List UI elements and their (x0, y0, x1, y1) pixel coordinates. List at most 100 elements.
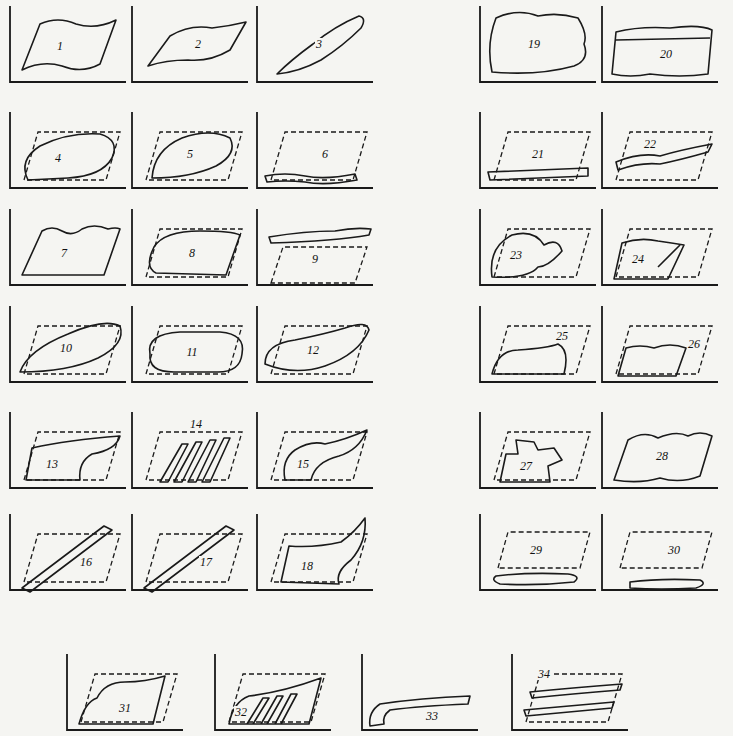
panel-axes (132, 6, 248, 82)
deformed-shape (500, 440, 562, 482)
deformed-shape (281, 518, 365, 584)
sketch-panel (10, 306, 126, 382)
sketch-panel (480, 6, 596, 82)
deformed-shape (491, 233, 562, 277)
reference-outline (498, 532, 590, 568)
sketch-panel (67, 654, 183, 730)
sketch-panel (132, 112, 248, 188)
deformed-shape (370, 696, 470, 726)
deformed-shape (150, 332, 243, 372)
deformed-shape (284, 430, 367, 480)
panel-axes (132, 514, 248, 590)
sketch-panel (10, 112, 126, 188)
panel-axes (132, 112, 248, 188)
sketch-panel (257, 112, 373, 188)
callout-number: 9 (311, 253, 319, 265)
deformed-shape (229, 678, 321, 724)
sketch-panel (132, 514, 248, 592)
reference-outline (620, 532, 712, 568)
reference-outline (494, 432, 590, 480)
panel-axes (257, 306, 373, 382)
sketch-panel (480, 514, 596, 590)
panel-axes (10, 306, 126, 382)
deformed-shape (22, 20, 116, 70)
sketch-panel (480, 209, 596, 285)
sketch-panel (215, 654, 331, 730)
sketch-panel (602, 112, 718, 188)
deformed-shape (269, 228, 371, 243)
panel-axes (10, 209, 126, 285)
panel-axes (132, 306, 248, 382)
reference-outline (24, 132, 120, 180)
reference-outline (146, 326, 242, 374)
sketch-panel (132, 412, 248, 488)
callout-number: 21 (531, 148, 545, 160)
panel-axes (480, 6, 596, 82)
panel-axes (132, 209, 248, 285)
sketch-panel (257, 6, 373, 82)
callout-number: 15 (296, 458, 310, 470)
panel-axes (602, 6, 718, 82)
panel-axes (480, 514, 596, 590)
deformed-shape (488, 168, 588, 180)
deformed-shape (148, 22, 246, 66)
deformed-shape (160, 438, 230, 482)
panel-axes (602, 306, 718, 382)
callout-number: 20 (659, 48, 673, 60)
callout-number: 1 (56, 40, 64, 52)
panel-axes (480, 209, 596, 285)
panel-axes (67, 654, 183, 730)
reference-outline (146, 229, 242, 277)
callout-number: 30 (667, 544, 681, 556)
sketch-panel (362, 654, 478, 730)
sketch-panel (10, 412, 126, 488)
callout-number: 12 (306, 344, 320, 356)
sketch-panel (10, 209, 126, 285)
panel-axes (10, 6, 126, 82)
reference-outline (494, 326, 590, 374)
panel-axes (480, 412, 596, 488)
panel-axes (257, 514, 373, 590)
sketch-panel (257, 514, 373, 590)
panel-axes (132, 412, 248, 488)
reference-outline (616, 229, 712, 277)
deformed-shape (265, 174, 357, 184)
callout-number: 28 (655, 450, 669, 462)
reference-outline (24, 432, 120, 480)
panel-axes (602, 514, 718, 590)
panel-axes (602, 112, 718, 188)
sketch-panel (480, 412, 596, 488)
deformed-shape (25, 134, 114, 180)
sketch-panel (480, 112, 596, 188)
callout-number: 18 (300, 560, 314, 572)
deformed-shape (618, 345, 686, 376)
deformed-shape (614, 239, 684, 279)
deformed-shape (492, 344, 566, 374)
deformed-shape (277, 16, 364, 74)
callout-number: 5 (186, 148, 194, 160)
deformed-shape (22, 526, 112, 592)
callout-number: 31 (118, 702, 132, 714)
sketch-panel (512, 654, 628, 730)
panel-axes (480, 112, 596, 188)
sketch-panel (602, 209, 718, 285)
sketch-panel (257, 412, 373, 488)
callout-number: 2 (194, 38, 202, 50)
sketch-panel (257, 306, 373, 382)
sketch-panel (602, 412, 718, 488)
panel-axes (257, 112, 373, 188)
panel-axes (10, 412, 126, 488)
deformed-shape (524, 684, 622, 716)
callout-number: 8 (188, 247, 196, 259)
callout-number: 7 (60, 247, 68, 259)
callout-number: 3 (315, 38, 323, 50)
reference-outline (271, 326, 367, 374)
deformed-shape (614, 433, 712, 482)
sketch-panel (257, 209, 373, 285)
deformed-shape (152, 133, 232, 178)
callout-number: 10 (59, 342, 73, 354)
deformed-shape (149, 231, 240, 275)
reference-outline (494, 132, 590, 180)
callout-number: 27 (519, 460, 533, 472)
